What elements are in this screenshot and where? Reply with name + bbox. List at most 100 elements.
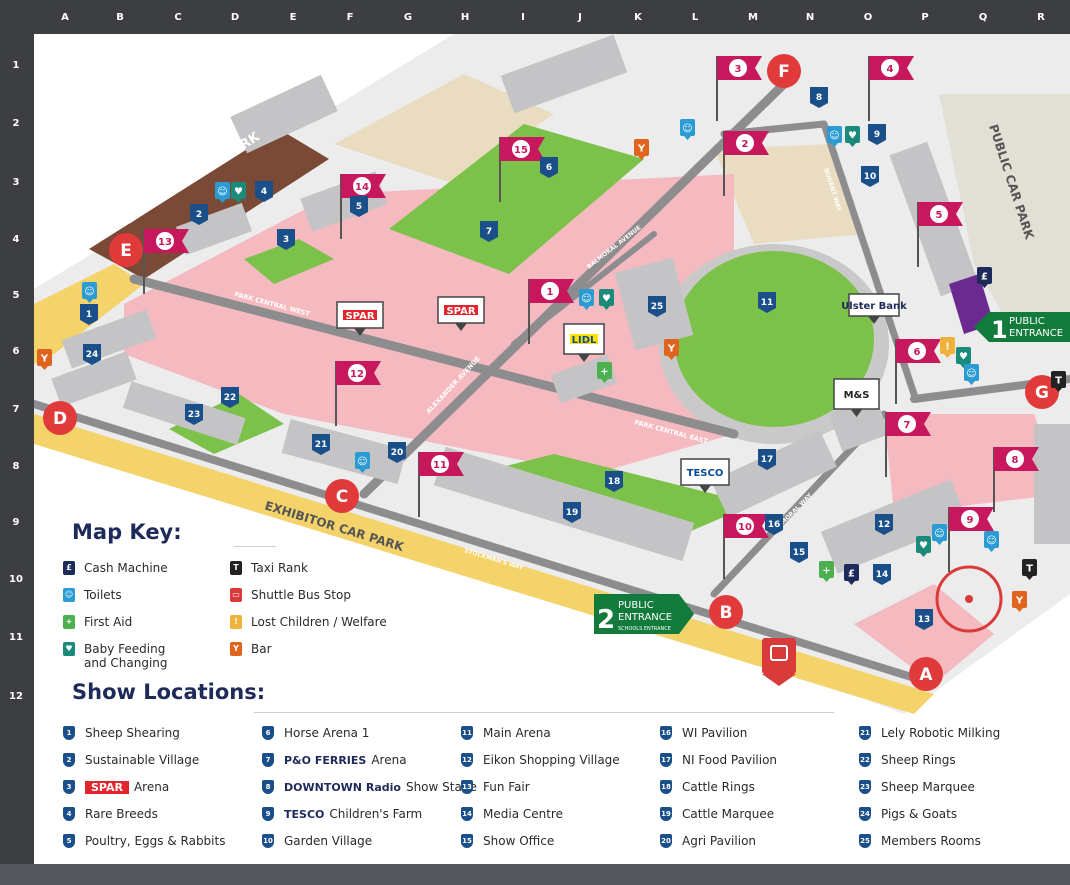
food-flag-9[interactable]: 9 (948, 507, 994, 572)
exhibitor-car-park-south[interactable] (34, 414, 934, 714)
food-flag-10[interactable]: 10 (723, 514, 769, 579)
food-flag-14[interactable]: 14 (340, 174, 386, 239)
baby-feeding-icon[interactable]: ♥ (845, 126, 860, 147)
sponsor-lidl[interactable]: LIDL (563, 323, 605, 362)
food-flag-13[interactable]: 13 (143, 229, 189, 294)
toilets-icon[interactable]: ☺ (680, 119, 695, 140)
baby-feeding-icon[interactable]: ♥ (231, 182, 246, 203)
gate-G[interactable]: G (1025, 375, 1059, 409)
toilets-icon[interactable]: ☺ (579, 289, 594, 310)
bar-icon[interactable]: Y (634, 139, 649, 160)
location-pin-1[interactable]: 1 (80, 304, 98, 325)
toilets-icon[interactable]: ☺ (984, 531, 999, 552)
food-flag-15[interactable]: 15 (499, 137, 545, 202)
location-pin-11[interactable]: 11 (758, 292, 776, 313)
bar-icon[interactable]: Y (37, 349, 52, 370)
location-pin-17[interactable]: 17 (758, 449, 776, 470)
gate-E[interactable]: E (109, 233, 143, 267)
shuttle-bus-stop[interactable] (762, 638, 796, 686)
location-pin-23[interactable]: 23 (185, 404, 203, 425)
location-pin-19[interactable]: 19 (563, 502, 581, 523)
bar-icon[interactable]: Y (1012, 591, 1027, 612)
location-pin-24[interactable]: 24 (83, 344, 101, 365)
location-pin-4[interactable]: 4 (255, 181, 273, 202)
gate-B[interactable]: B (709, 595, 743, 629)
baby-feeding-icon[interactable]: ♥ (599, 289, 614, 310)
food-flag-11[interactable]: 11 (418, 452, 464, 517)
location-pin-15[interactable]: 15 (790, 542, 808, 563)
big-wheel[interactable] (935, 565, 1003, 633)
toilets-icon[interactable]: ☺ (827, 126, 842, 147)
food-flag-12[interactable]: 12 (335, 361, 381, 426)
location-pin-18[interactable]: 18 (605, 471, 623, 492)
food-flag-8[interactable]: 8 (993, 447, 1039, 512)
horse-arena-field[interactable] (389, 124, 644, 274)
first-aid-icon[interactable]: + (819, 561, 834, 582)
public-car-park-east[interactable] (939, 94, 1070, 334)
location-pin-8[interactable]: 8 (810, 87, 828, 108)
food-flag-6[interactable]: 6 (895, 339, 941, 404)
public-entrance-2[interactable]: 2 PUBLIC ENTRANCE SCHOOLS ENTRANCE (594, 594, 694, 635)
taxi-rank-icon[interactable]: T (1022, 559, 1037, 580)
toilets-icon[interactable]: ☺ (355, 452, 370, 473)
food-flag-5[interactable]: 5 (917, 202, 963, 267)
gate-A[interactable]: A (909, 657, 943, 691)
location-pin-10[interactable]: 10 (861, 166, 879, 187)
food-flag-7[interactable]: 7 (885, 412, 931, 477)
location-pin-22[interactable]: 22 (221, 387, 239, 408)
food-flag-1[interactable]: 1 (528, 279, 574, 344)
sponsor-ulster-bank[interactable]: Ulster Bank (841, 293, 907, 324)
first-aid-icon[interactable]: + (597, 362, 612, 383)
gate-D[interactable]: D (43, 401, 77, 435)
location-pin-21[interactable]: 21 (312, 434, 330, 455)
location-pin-14[interactable]: 14 (873, 564, 891, 585)
spar-arena-field[interactable] (244, 239, 334, 284)
sponsor-tesco[interactable]: TESCO (680, 458, 730, 493)
main-arena-field[interactable] (674, 251, 874, 427)
cattle-rings-field[interactable] (474, 454, 754, 534)
sponsor-spar-2[interactable]: SPAR (336, 301, 384, 336)
location-pin-7[interactable]: 7 (480, 221, 498, 242)
location-pin-2[interactable]: 2 (190, 204, 208, 225)
toilets-icon[interactable]: ☺ (215, 182, 230, 203)
cash-machine-icon[interactable]: £ (977, 267, 992, 288)
bar-icon[interactable]: Y (664, 339, 679, 360)
sponsor-spar-1[interactable]: SPAR (437, 296, 485, 331)
location-pin-16[interactable]: 16 (765, 514, 783, 535)
sponsor-ms[interactable]: M&S (833, 378, 880, 417)
food-flag-4[interactable]: 4 (868, 56, 914, 121)
gate-F[interactable]: F (767, 54, 801, 88)
showground-map[interactable]: PARK CENTRAL WEST PARK CENTRAL EAST ALEX… (34, 34, 1070, 864)
location-pin-5[interactable]: 5 (350, 196, 368, 217)
location-pin-20[interactable]: 20 (388, 442, 406, 463)
toilets-icon[interactable]: ☺ (82, 282, 97, 303)
toilets-icon[interactable]: ☺ (932, 524, 947, 545)
location-pin-13[interactable]: 13 (915, 609, 933, 630)
baby-feeding-icon[interactable]: ♥ (916, 536, 931, 557)
lost-children-icon[interactable]: ! (940, 337, 955, 358)
location-pin-6[interactable]: 6 (540, 157, 558, 178)
toilets-icon[interactable]: ☺ (964, 364, 979, 385)
map-canvas[interactable]: PARK CENTRAL WEST PARK CENTRAL EAST ALEX… (34, 34, 1070, 864)
location-pin-12[interactable]: 12 (875, 514, 893, 535)
location-pin-3[interactable]: 3 (277, 229, 295, 250)
